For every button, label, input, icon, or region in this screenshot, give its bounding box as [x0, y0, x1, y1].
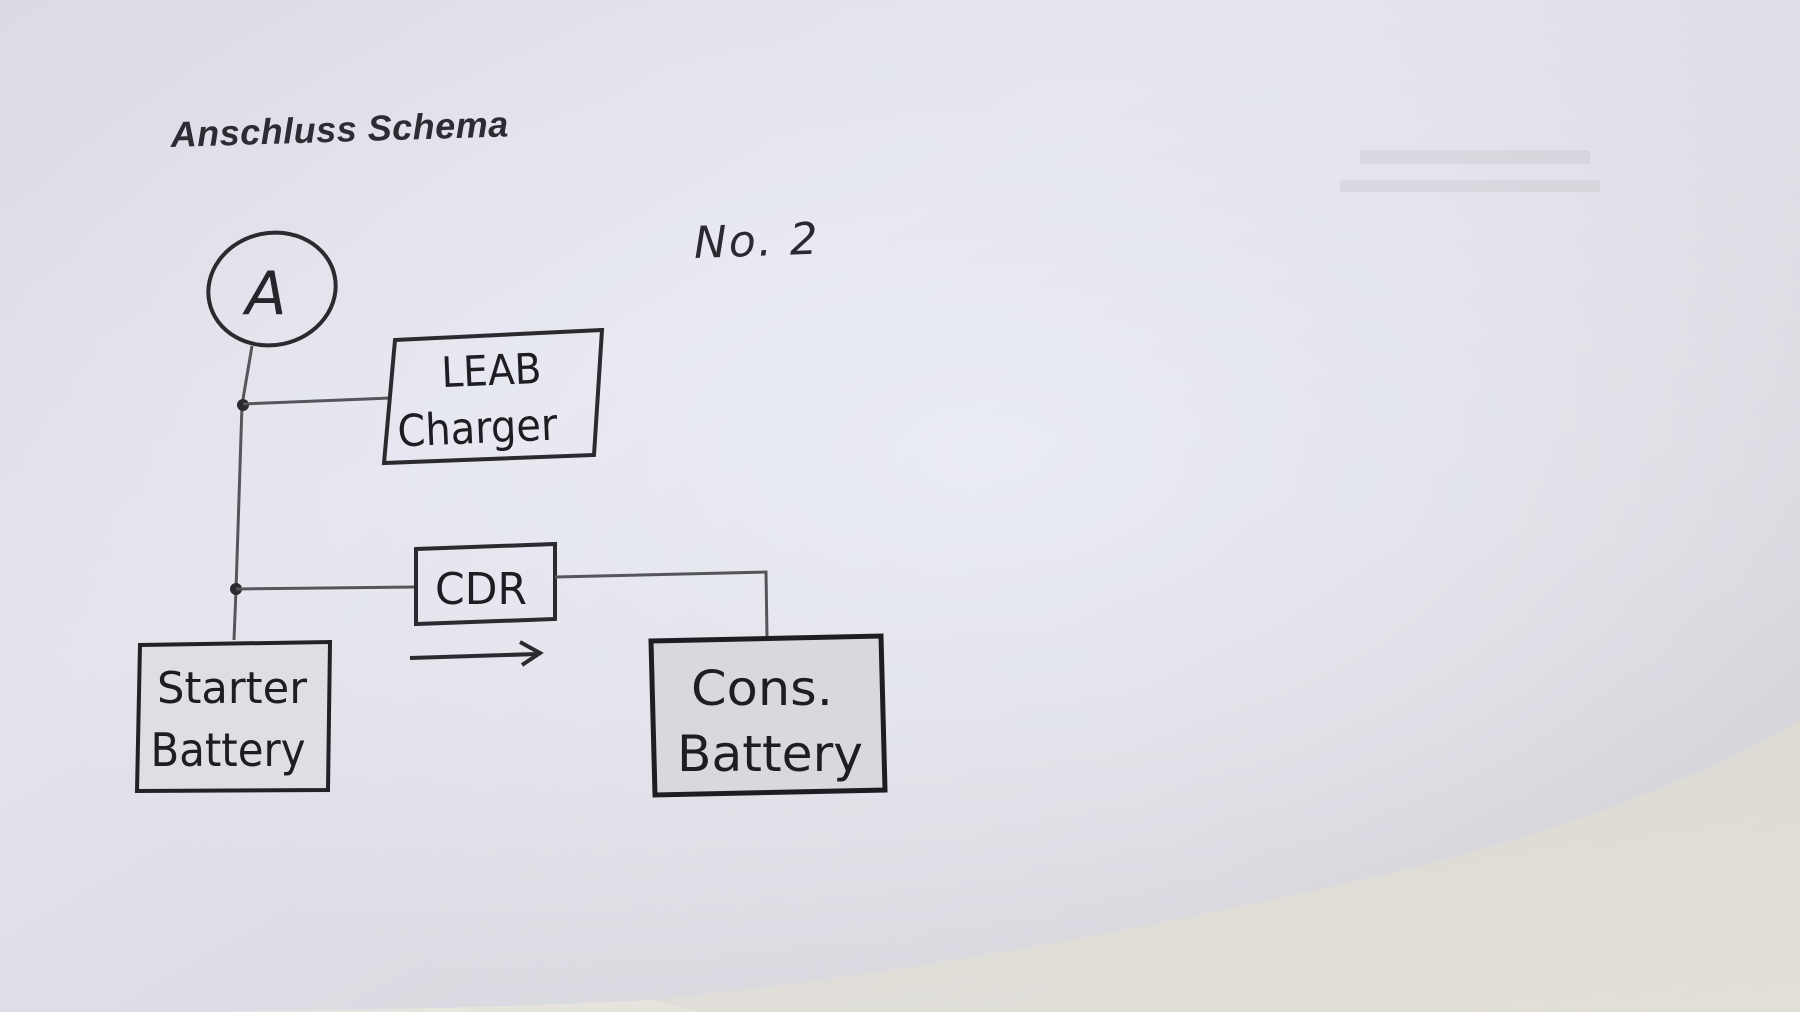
leab-charger-box: LEAB Charger	[381, 327, 605, 466]
main-bus-wire	[232, 345, 254, 641]
wire-to-cdr	[235, 585, 415, 591]
terminal-a: A	[206, 230, 338, 348]
cdr-box: CDR	[414, 541, 557, 627]
wire-to-consumer-battery	[554, 570, 769, 637]
starter-battery-label-line1: Starter	[157, 663, 308, 714]
terminal-label: A	[241, 259, 286, 329]
starter-battery-label-line2: Battery	[151, 723, 306, 777]
starter-battery-box: Starter Battery	[134, 639, 333, 794]
cdr-label: CDR	[435, 564, 527, 615]
cons-battery-label-line2: Battery	[677, 725, 863, 783]
charger-label-line1: LEAB	[440, 344, 542, 397]
arrow-right-icon	[519, 640, 544, 667]
cdr-box-outline	[414, 541, 557, 627]
wire-to-charger	[242, 396, 391, 406]
junction-dot-charger	[237, 399, 249, 411]
flow-arrow	[409, 640, 544, 667]
flow-arrow-shaft	[409, 652, 539, 660]
terminal-circle	[206, 230, 338, 348]
cons-battery-box: Cons. Battery	[648, 633, 888, 798]
cons-battery-outline	[648, 633, 888, 798]
cons-battery-label-line1: Cons.	[691, 661, 833, 717]
charger-box-outline	[381, 327, 605, 466]
starter-battery-outline	[134, 639, 333, 794]
charger-label-line2: Charger	[396, 400, 559, 458]
